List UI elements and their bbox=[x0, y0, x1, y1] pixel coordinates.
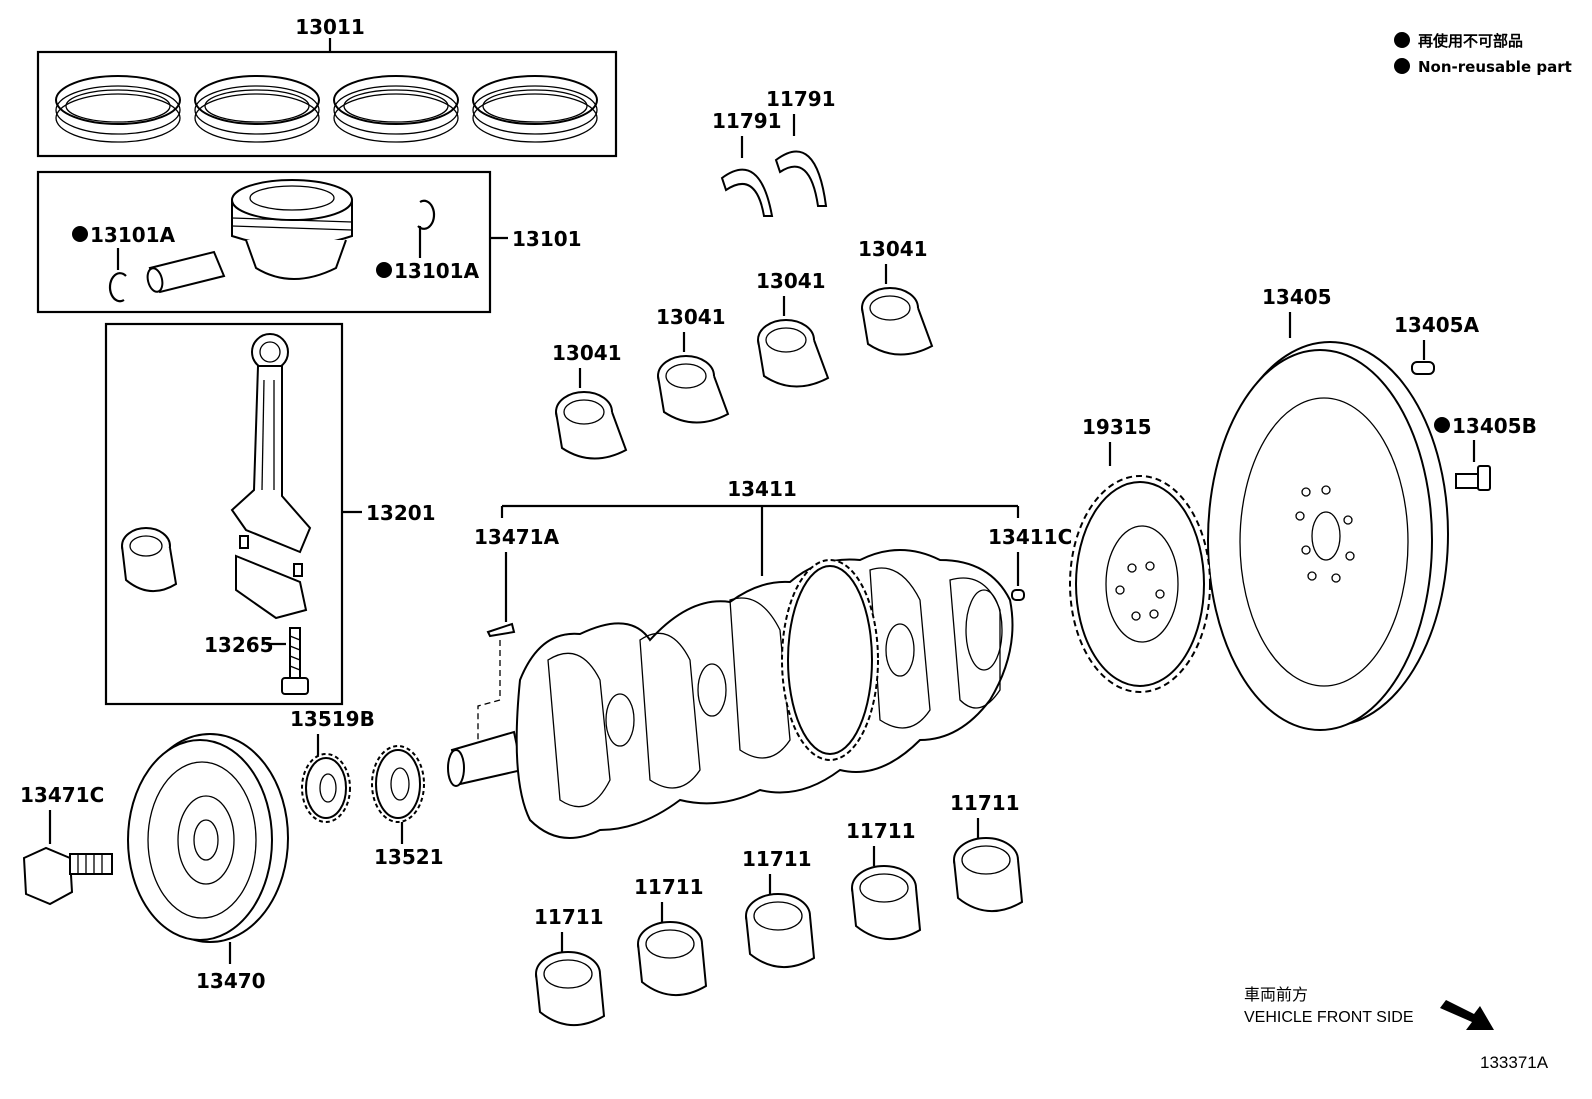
pulley-bolt-icon bbox=[22, 846, 113, 906]
timing-rotor-icon bbox=[1069, 475, 1211, 693]
part-label-11791-b: 11791 bbox=[766, 87, 836, 111]
crank-sprocket-icon bbox=[371, 745, 425, 823]
part-label-13201: 13201 bbox=[366, 501, 436, 525]
rod-bearing-icon bbox=[657, 355, 730, 424]
part-label-11711-b: 11711 bbox=[634, 875, 704, 899]
crank-bearings-11711: 11711 11711 11711 11711 11711 bbox=[534, 791, 1024, 1027]
part-label-11791-a: 11791 bbox=[712, 109, 782, 133]
piston-icon bbox=[231, 179, 353, 280]
part-label-13411C: 13411C bbox=[988, 525, 1072, 549]
rod-bolt-icon bbox=[281, 627, 309, 695]
part-label-13405B: 13405B bbox=[1452, 414, 1537, 438]
non-reusable-marker-icon bbox=[376, 262, 392, 278]
connecting-rod-box bbox=[104, 322, 344, 706]
dowel-pin-icon bbox=[1011, 589, 1025, 601]
part-label-13041-b: 13041 bbox=[656, 305, 726, 329]
crankshaft-icon bbox=[447, 549, 1014, 839]
part-label-13041-a: 13041 bbox=[552, 341, 622, 365]
part-label-13101A-left: 13101A bbox=[90, 223, 176, 247]
part-label-13519B: 13519B bbox=[290, 707, 375, 731]
crank-sprocket-icon bbox=[301, 753, 351, 823]
part-label-11711-d: 11711 bbox=[846, 819, 916, 843]
flywheel-assembly: 13405 13405A 13405B bbox=[1207, 285, 1537, 731]
legend: 再使用不可部品 Non-reusable part bbox=[1394, 32, 1572, 76]
main-bearing-icon bbox=[745, 893, 816, 969]
main-bearing-icon bbox=[535, 951, 606, 1027]
non-reusable-marker-icon bbox=[1394, 32, 1410, 48]
part-label-13101: 13101 bbox=[512, 227, 582, 251]
snap-ring-icon bbox=[108, 272, 127, 303]
main-bearing-icon bbox=[851, 865, 922, 941]
dowel-pin-icon bbox=[1411, 361, 1435, 375]
part-label-11711-a: 11711 bbox=[534, 905, 604, 929]
piston-pin-icon bbox=[146, 250, 226, 294]
connecting-rod-assembly: 13201 13265 bbox=[104, 322, 436, 706]
piston-ring-set: 13011 bbox=[36, 15, 618, 158]
part-label-13265: 13265 bbox=[204, 633, 274, 657]
connecting-rod-icon bbox=[230, 333, 312, 620]
thrust-washers: 11791 11791 bbox=[712, 87, 836, 217]
thrust-washer-icon bbox=[720, 168, 774, 217]
front-arrow-icon bbox=[1440, 1000, 1494, 1030]
crank-gears: 13519B 13521 bbox=[290, 707, 444, 869]
part-label-13411: 13411 bbox=[727, 477, 797, 501]
part-label-13405A: 13405A bbox=[1394, 313, 1480, 337]
rod-bearing-icon bbox=[861, 287, 934, 356]
piston-ring-icon bbox=[333, 75, 459, 143]
legend-jp-text: 再使用不可部品 bbox=[1418, 32, 1523, 50]
ring-set-box bbox=[36, 50, 618, 158]
part-label-11711-c: 11711 bbox=[742, 847, 812, 871]
key-icon bbox=[486, 622, 516, 638]
piston-ring-icon bbox=[472, 75, 598, 143]
non-reusable-marker-icon bbox=[1434, 417, 1450, 433]
figure-code: 133371A bbox=[1480, 1053, 1549, 1072]
rod-bearing-icon bbox=[121, 527, 178, 592]
front-side-indicator: 車両前方 VEHICLE FRONT SIDE bbox=[1244, 986, 1494, 1030]
flywheel-icon bbox=[1207, 341, 1449, 731]
crank-bearings-13041: 13041 13041 13041 13041 bbox=[552, 237, 934, 460]
front-side-en-text: VEHICLE FRONT SIDE bbox=[1244, 1009, 1414, 1026]
part-label-13470: 13470 bbox=[196, 969, 266, 993]
crank-pulley-assembly: 13470 13471C bbox=[20, 733, 289, 993]
main-bearing-icon bbox=[637, 921, 708, 997]
front-side-jp-text: 車両前方 bbox=[1244, 986, 1308, 1004]
timing-rotor-assembly: 19315 bbox=[1069, 415, 1211, 693]
thrust-washer-icon bbox=[774, 150, 828, 207]
legend-en-text: Non-reusable part bbox=[1418, 58, 1572, 76]
part-label-13041-d: 13041 bbox=[858, 237, 928, 261]
piston-ring-icon bbox=[194, 75, 320, 143]
crankshaft-pulley-icon bbox=[127, 733, 289, 943]
part-label-13471C: 13471C bbox=[20, 783, 104, 807]
part-label-13011: 13011 bbox=[295, 15, 365, 39]
main-bearing-icon bbox=[953, 837, 1024, 913]
part-label-13405: 13405 bbox=[1262, 285, 1332, 309]
part-label-19315: 19315 bbox=[1082, 415, 1152, 439]
piston-box bbox=[36, 170, 492, 314]
flywheel-bolt-icon bbox=[1455, 465, 1491, 491]
part-label-13101A-right: 13101A bbox=[394, 259, 480, 283]
snap-ring-icon bbox=[417, 199, 436, 230]
part-label-13471A: 13471A bbox=[474, 525, 560, 549]
part-label-13521: 13521 bbox=[374, 845, 444, 869]
rod-bearing-icon bbox=[555, 391, 628, 460]
piston-assembly: 13101 13101A 13101A bbox=[36, 170, 582, 314]
rod-bearing-icon bbox=[757, 319, 830, 388]
non-reusable-marker-icon bbox=[72, 226, 88, 242]
part-label-11711-e: 11711 bbox=[950, 791, 1020, 815]
non-reusable-marker-icon bbox=[1394, 58, 1410, 74]
piston-ring-icon bbox=[55, 75, 181, 143]
part-label-13041-c: 13041 bbox=[756, 269, 826, 293]
crankshaft-assembly: 13411 13471A 13411C bbox=[447, 477, 1072, 839]
